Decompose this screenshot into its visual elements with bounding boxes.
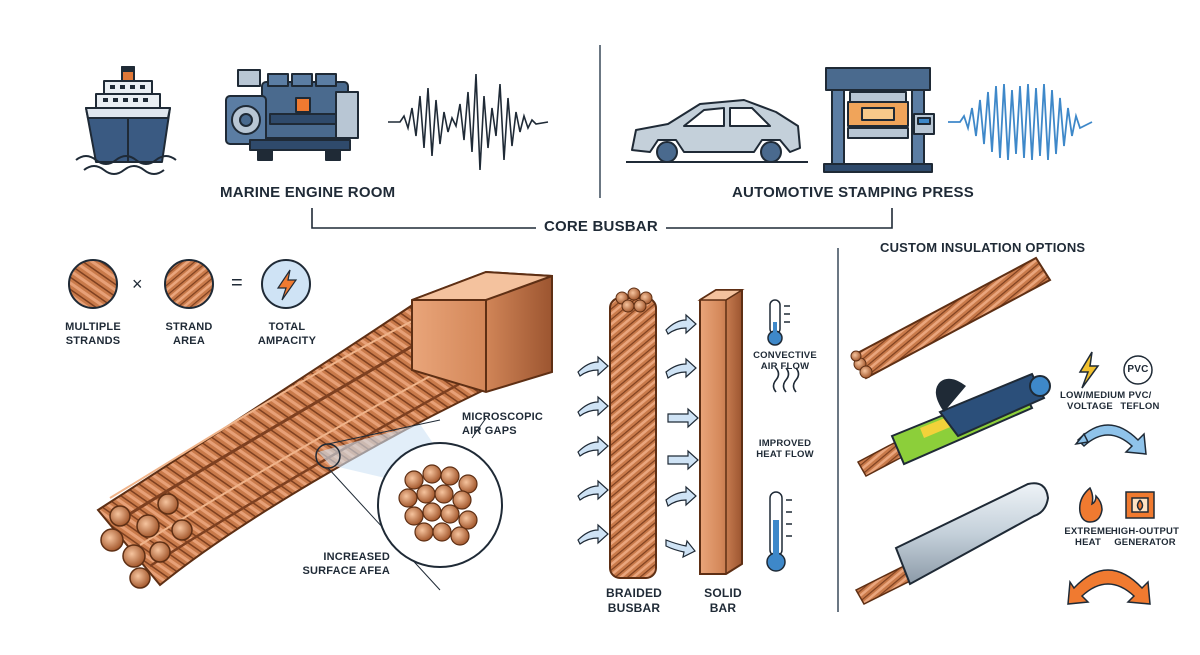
- swap-arrow-orange-icon: [1067, 569, 1151, 605]
- custom-insulation-title: CUSTOM INSULATION OPTIONS: [880, 240, 1086, 255]
- times-symbol: ×: [132, 274, 143, 294]
- generator-icon: [1125, 491, 1155, 519]
- pvc-badge-icon: [1123, 355, 1153, 385]
- airflow-arrows: [577, 313, 699, 559]
- vibration-wave-blue-icon: [948, 83, 1093, 161]
- high-voltage-icon: [1078, 351, 1100, 389]
- strand-bundle-icon: [68, 259, 118, 309]
- fire-icon: [1078, 486, 1103, 523]
- thermometer-high-icon: [766, 491, 792, 572]
- stamping-press-icon: [823, 67, 935, 173]
- marine-engine-room-label: MARINE ENGINE ROOM: [220, 184, 396, 201]
- swap-arrow-blue-icon: [1074, 424, 1147, 455]
- magnifier-callout: [315, 417, 503, 591]
- equals-symbol: =: [231, 272, 243, 294]
- pvc-badge-text: PVC: [1127, 364, 1149, 375]
- vibration-wave-icon: [388, 73, 549, 171]
- car-body-icon: [626, 99, 808, 163]
- silicone-sleeve-cable: [854, 482, 1050, 605]
- pvc-teflon-label: PVC/TEFLON: [1120, 390, 1160, 412]
- braided-busbar-illustration: [96, 270, 553, 589]
- bare-braid-cable: [850, 256, 1052, 380]
- solid-bar-column: [697, 289, 745, 575]
- ship-icon: [75, 66, 177, 175]
- lightning-icon: [261, 259, 311, 309]
- braided-column: [609, 287, 657, 579]
- heat-wave-icon: [772, 367, 800, 393]
- pvc-insulated-cable: [856, 372, 1051, 478]
- automotive-stamping-press-label: AUTOMOTIVE STAMPING PRESS: [732, 184, 974, 201]
- core-busbar-label: CORE BUSBAR: [536, 218, 666, 235]
- engine-icon: [225, 69, 359, 161]
- thermometer-low-icon: [767, 299, 790, 346]
- strand-area-icon: [164, 259, 214, 309]
